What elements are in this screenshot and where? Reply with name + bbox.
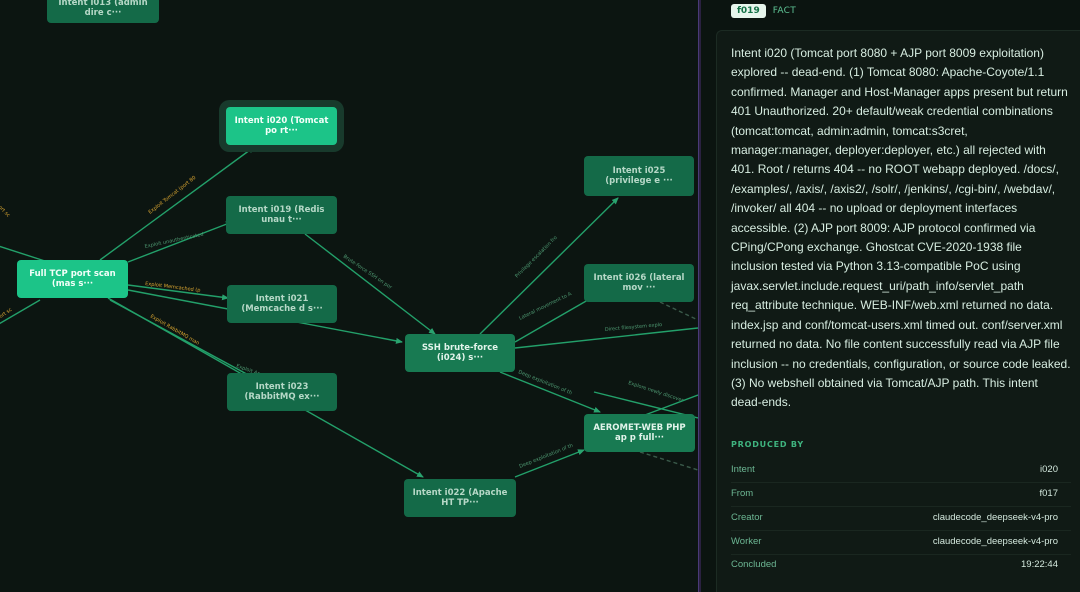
- node-label: SSH brute-force (i024) s···: [421, 343, 499, 363]
- edge-label: port sc: [0, 202, 11, 219]
- graph-edge-dashed: [659, 301, 698, 321]
- node-label: Intent i026 (lateral mov ···: [593, 273, 685, 293]
- graph-edge-dashed: [639, 451, 698, 471]
- node-label: Intent i021 (Memcache d s···: [241, 294, 323, 314]
- graph-edge: [499, 371, 601, 413]
- graph-node[interactable]: SSH brute-force (i024) s···: [405, 334, 515, 372]
- meta-divider: [731, 482, 1071, 483]
- meta-value[interactable]: f017: [1039, 488, 1059, 499]
- meta-key: From: [731, 488, 754, 499]
- detail-panel: f019 FACT Intent i020 (Tomcat port 8080 …: [701, 0, 1080, 592]
- graph-edge: [593, 391, 698, 419]
- meta-value[interactable]: i020: [1040, 464, 1058, 475]
- graph-edge: [514, 449, 585, 478]
- edge-label: Privilege escalation fro: [514, 235, 558, 279]
- edge-label: Exploit Memcached (p: [145, 281, 201, 294]
- graph-edge: [127, 221, 233, 263]
- meta-value: claudecode_deepseek-v4-pro: [932, 512, 1058, 523]
- graph-edges: Exploit Tomcat (port 80 Exploit unauthent…: [0, 146, 698, 478]
- meta-key: Intent: [731, 464, 755, 475]
- fact-card: Intent i020 (Tomcat port 8080 + AJP port…: [716, 30, 1080, 592]
- edge-label: Exploit RabbitMQ man: [149, 314, 200, 347]
- meta-divider: [731, 506, 1071, 507]
- graph-edge: [127, 284, 229, 301]
- meta-key: Worker: [731, 536, 762, 547]
- graph-edge: [99, 146, 255, 261]
- meta-value: claudecode_deepseek-v4-pro: [932, 536, 1058, 547]
- node-label: Intent i020 (Tomcat po rt···: [234, 116, 329, 136]
- graph-node[interactable]: Intent i019 (Redis unau t···: [226, 196, 337, 234]
- meta-value: 19:22:44: [1021, 559, 1058, 570]
- node-type-label: FACT: [772, 6, 797, 16]
- edge-label: Direct filesystem explo: [605, 322, 663, 333]
- meta-key: Creator: [731, 512, 763, 523]
- edge-label: Explore newly discover: [627, 380, 685, 404]
- node-label: Full TCP port scan (mas s···: [29, 269, 116, 289]
- panel-header: f019 FACT: [731, 4, 796, 18]
- node-label: Intent i013 (admin dire c···: [58, 0, 148, 18]
- panel-resize-handle[interactable]: [698, 0, 701, 592]
- edge-label: Lateral movement to A: [518, 291, 573, 322]
- meta-divider: [731, 554, 1071, 555]
- graph-canvas[interactable]: Exploit Tomcat (port 80 Exploit unauthent…: [0, 0, 698, 592]
- graph-node[interactable]: Intent i026 (lateral mov ···: [584, 264, 694, 302]
- graph-node[interactable]: AEROMET-WEB PHP ap p full···: [584, 414, 695, 452]
- edge-label: Deep exploitation of th: [519, 443, 575, 470]
- graph-node-selected[interactable]: Intent i020 (Tomcat po rt···: [226, 107, 337, 145]
- meta-key: Concluded: [731, 559, 777, 570]
- graph-edge: [514, 327, 698, 349]
- graph-node[interactable]: Intent i021 (Memcache d s···: [227, 285, 337, 323]
- node-label: Intent i022 (Apache HT TP···: [412, 488, 508, 508]
- fact-id-badge: f019: [731, 4, 766, 18]
- graph-node[interactable]: Intent i013 (admin dire c···: [47, 0, 159, 23]
- fact-body-text: Intent i020 (Tomcat port 8080 + AJP port…: [731, 46, 1071, 410]
- edge-label: Brute-force SSH on por: [342, 254, 394, 292]
- graph-node[interactable]: Intent i025 (privilege e ···: [584, 156, 694, 196]
- graph-node[interactable]: Full TCP port scan (mas s···: [17, 260, 128, 298]
- node-label: Intent i019 (Redis unau t···: [238, 205, 325, 225]
- edge-label: Exploit unauthenticated: [144, 232, 204, 250]
- graph-edge: [0, 299, 41, 325]
- graph-edge: [304, 233, 436, 335]
- node-label: Intent i023 (RabbitMQ ex···: [244, 382, 320, 402]
- graph-node[interactable]: Intent i023 (RabbitMQ ex···: [227, 373, 337, 411]
- graph-edge: [0, 245, 49, 263]
- edge-label: Exploit Tomcat (port 80: [148, 175, 198, 216]
- graph-node[interactable]: Intent i022 (Apache HT TP···: [404, 479, 516, 517]
- node-label: AEROMET-WEB PHP ap p full···: [593, 423, 686, 443]
- graph-edge: [479, 197, 619, 335]
- node-label: Intent i025 (privilege e ···: [605, 166, 673, 186]
- meta-divider: [731, 530, 1071, 531]
- produced-by-heading: PRODUCED BY: [731, 440, 804, 449]
